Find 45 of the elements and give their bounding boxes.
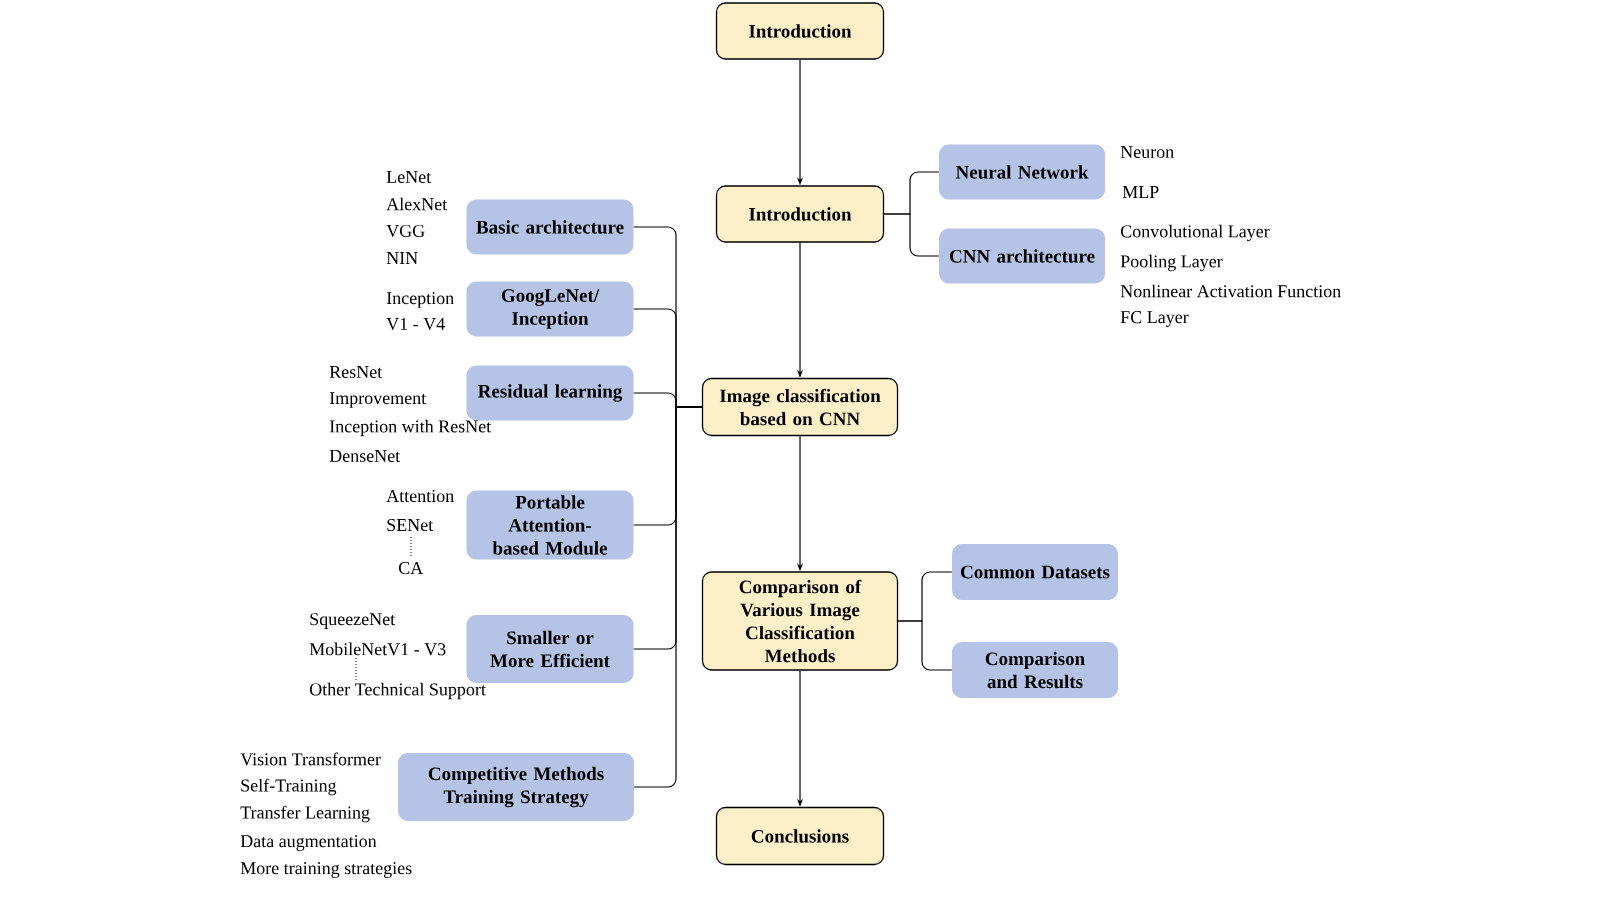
item-text: SqueezeNet [310, 613, 396, 629]
item-text: Convolutional Layer [1120, 224, 1270, 242]
topic-box: Smaller or More Efficient [466, 615, 634, 683]
topic-box: CNN architecture [939, 228, 1105, 284]
bracket-line [633, 406, 703, 788]
item-text: NIN [386, 252, 418, 264]
topic-box: Competitive Methods Training Strategy [398, 753, 634, 821]
item-text: Inception with ResNet [329, 419, 492, 437]
item-text: LeNet [386, 171, 432, 183]
item-text: Self-Training [241, 778, 337, 796]
item-text: CA [398, 561, 424, 575]
section-box: Introduction [715, 185, 885, 243]
item-text: VGG [386, 224, 425, 238]
item-text: SENet [387, 518, 434, 532]
item-text: Pooling Layer [1120, 254, 1223, 272]
topic-box: Residual learning [466, 365, 634, 421]
item-text: V1 - V4 [386, 317, 445, 331]
topic-box: Common Datasets [952, 544, 1118, 600]
section-box: Comparison of Various Image Classification Methods [701, 571, 899, 671]
item-text: Improvement [329, 392, 427, 408]
topic-box: Basic architecture [466, 199, 634, 255]
section-box: Image classification based on CNN [701, 377, 899, 437]
section-box: Conclusions [715, 806, 885, 866]
topic-box: Neural Network [939, 144, 1105, 200]
item-text: Data augmentation [240, 835, 377, 851]
bracket-line [883, 213, 940, 257]
item-text: FC Layer [1120, 311, 1189, 327]
item-text: AlexNet [386, 197, 448, 211]
item-text: Nonlinear Activation Function [1120, 284, 1341, 298]
topic-box: Comparison and Results [952, 642, 1118, 698]
topic-box: GoogLeNet/ Inception [466, 281, 634, 337]
item-text: Vision Transformer [240, 752, 381, 766]
item-text: Transfer Learning [240, 805, 370, 823]
item-text: Inception [386, 292, 454, 308]
item-text: Attention [386, 489, 454, 503]
item-text: MobileNetV1 - V3 [309, 642, 446, 656]
section-box: Introduction [715, 2, 885, 60]
item-text: Neuron [1120, 146, 1174, 158]
item-text: ResNet [329, 366, 383, 378]
bracket-line [897, 620, 953, 671]
item-text: MLP [1122, 186, 1159, 198]
topic-box: Portable Attention-based Module [466, 490, 634, 560]
item-text: More training strategies [240, 862, 412, 878]
item-text: Other Technical Support [309, 682, 486, 700]
item-text: DenseNet [329, 450, 401, 462]
